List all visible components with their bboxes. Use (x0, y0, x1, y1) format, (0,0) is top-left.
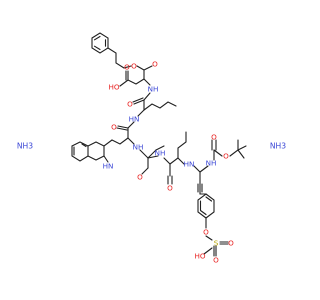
atom-label-boc-o: O (223, 152, 229, 161)
free-label-right: NH3 (270, 142, 286, 151)
atom-label-sulfo-o-link: O (203, 228, 209, 237)
atom-label-acid-oh: HO (108, 83, 119, 92)
atom-label-nh-trp: NH (133, 143, 144, 152)
atom-label-nh-boc: NH (206, 159, 217, 168)
atom-label-acid-carbonyl-o: O (124, 63, 130, 72)
free-label-left: NH3 (17, 142, 33, 151)
atom-label-sulfo-o2: O (228, 239, 234, 248)
atom-label-nh-nle1: HN (129, 115, 140, 124)
atom-label-trp-carbonyl-o: O (111, 123, 117, 132)
atom-label-nh-asp: NH (148, 85, 159, 94)
atom-label-ester-carbonyl-o: O (152, 60, 158, 69)
atom-label-sulfo-oh: HO (194, 252, 205, 261)
atom-label-boc-carbonyl-o: O (211, 133, 217, 142)
atom-label-indole-nh: HN (103, 162, 114, 171)
atom-label-sulfo-s: S (214, 239, 219, 248)
atom-label-nle2-carbonyl-o: O (167, 184, 173, 193)
atom-label-sulfo-o1: O (213, 256, 219, 265)
chemical-structure: O O HO O NH O HN O NH HN NH O HN O NH O … (17, 32, 286, 265)
atom-label-nh-nle2: HN (184, 160, 195, 169)
bond-lines (71, 32, 247, 257)
atom-labels: O O HO O NH O HN O NH HN NH O HN O NH O … (103, 60, 235, 265)
atom-label-nh-gly: NH (155, 149, 166, 158)
atom-label-ester-o: O (131, 62, 137, 71)
atom-label-asp-nle-carbonyl-o: O (127, 100, 133, 109)
atom-label-gly-carbonyl-o: O (137, 173, 143, 182)
